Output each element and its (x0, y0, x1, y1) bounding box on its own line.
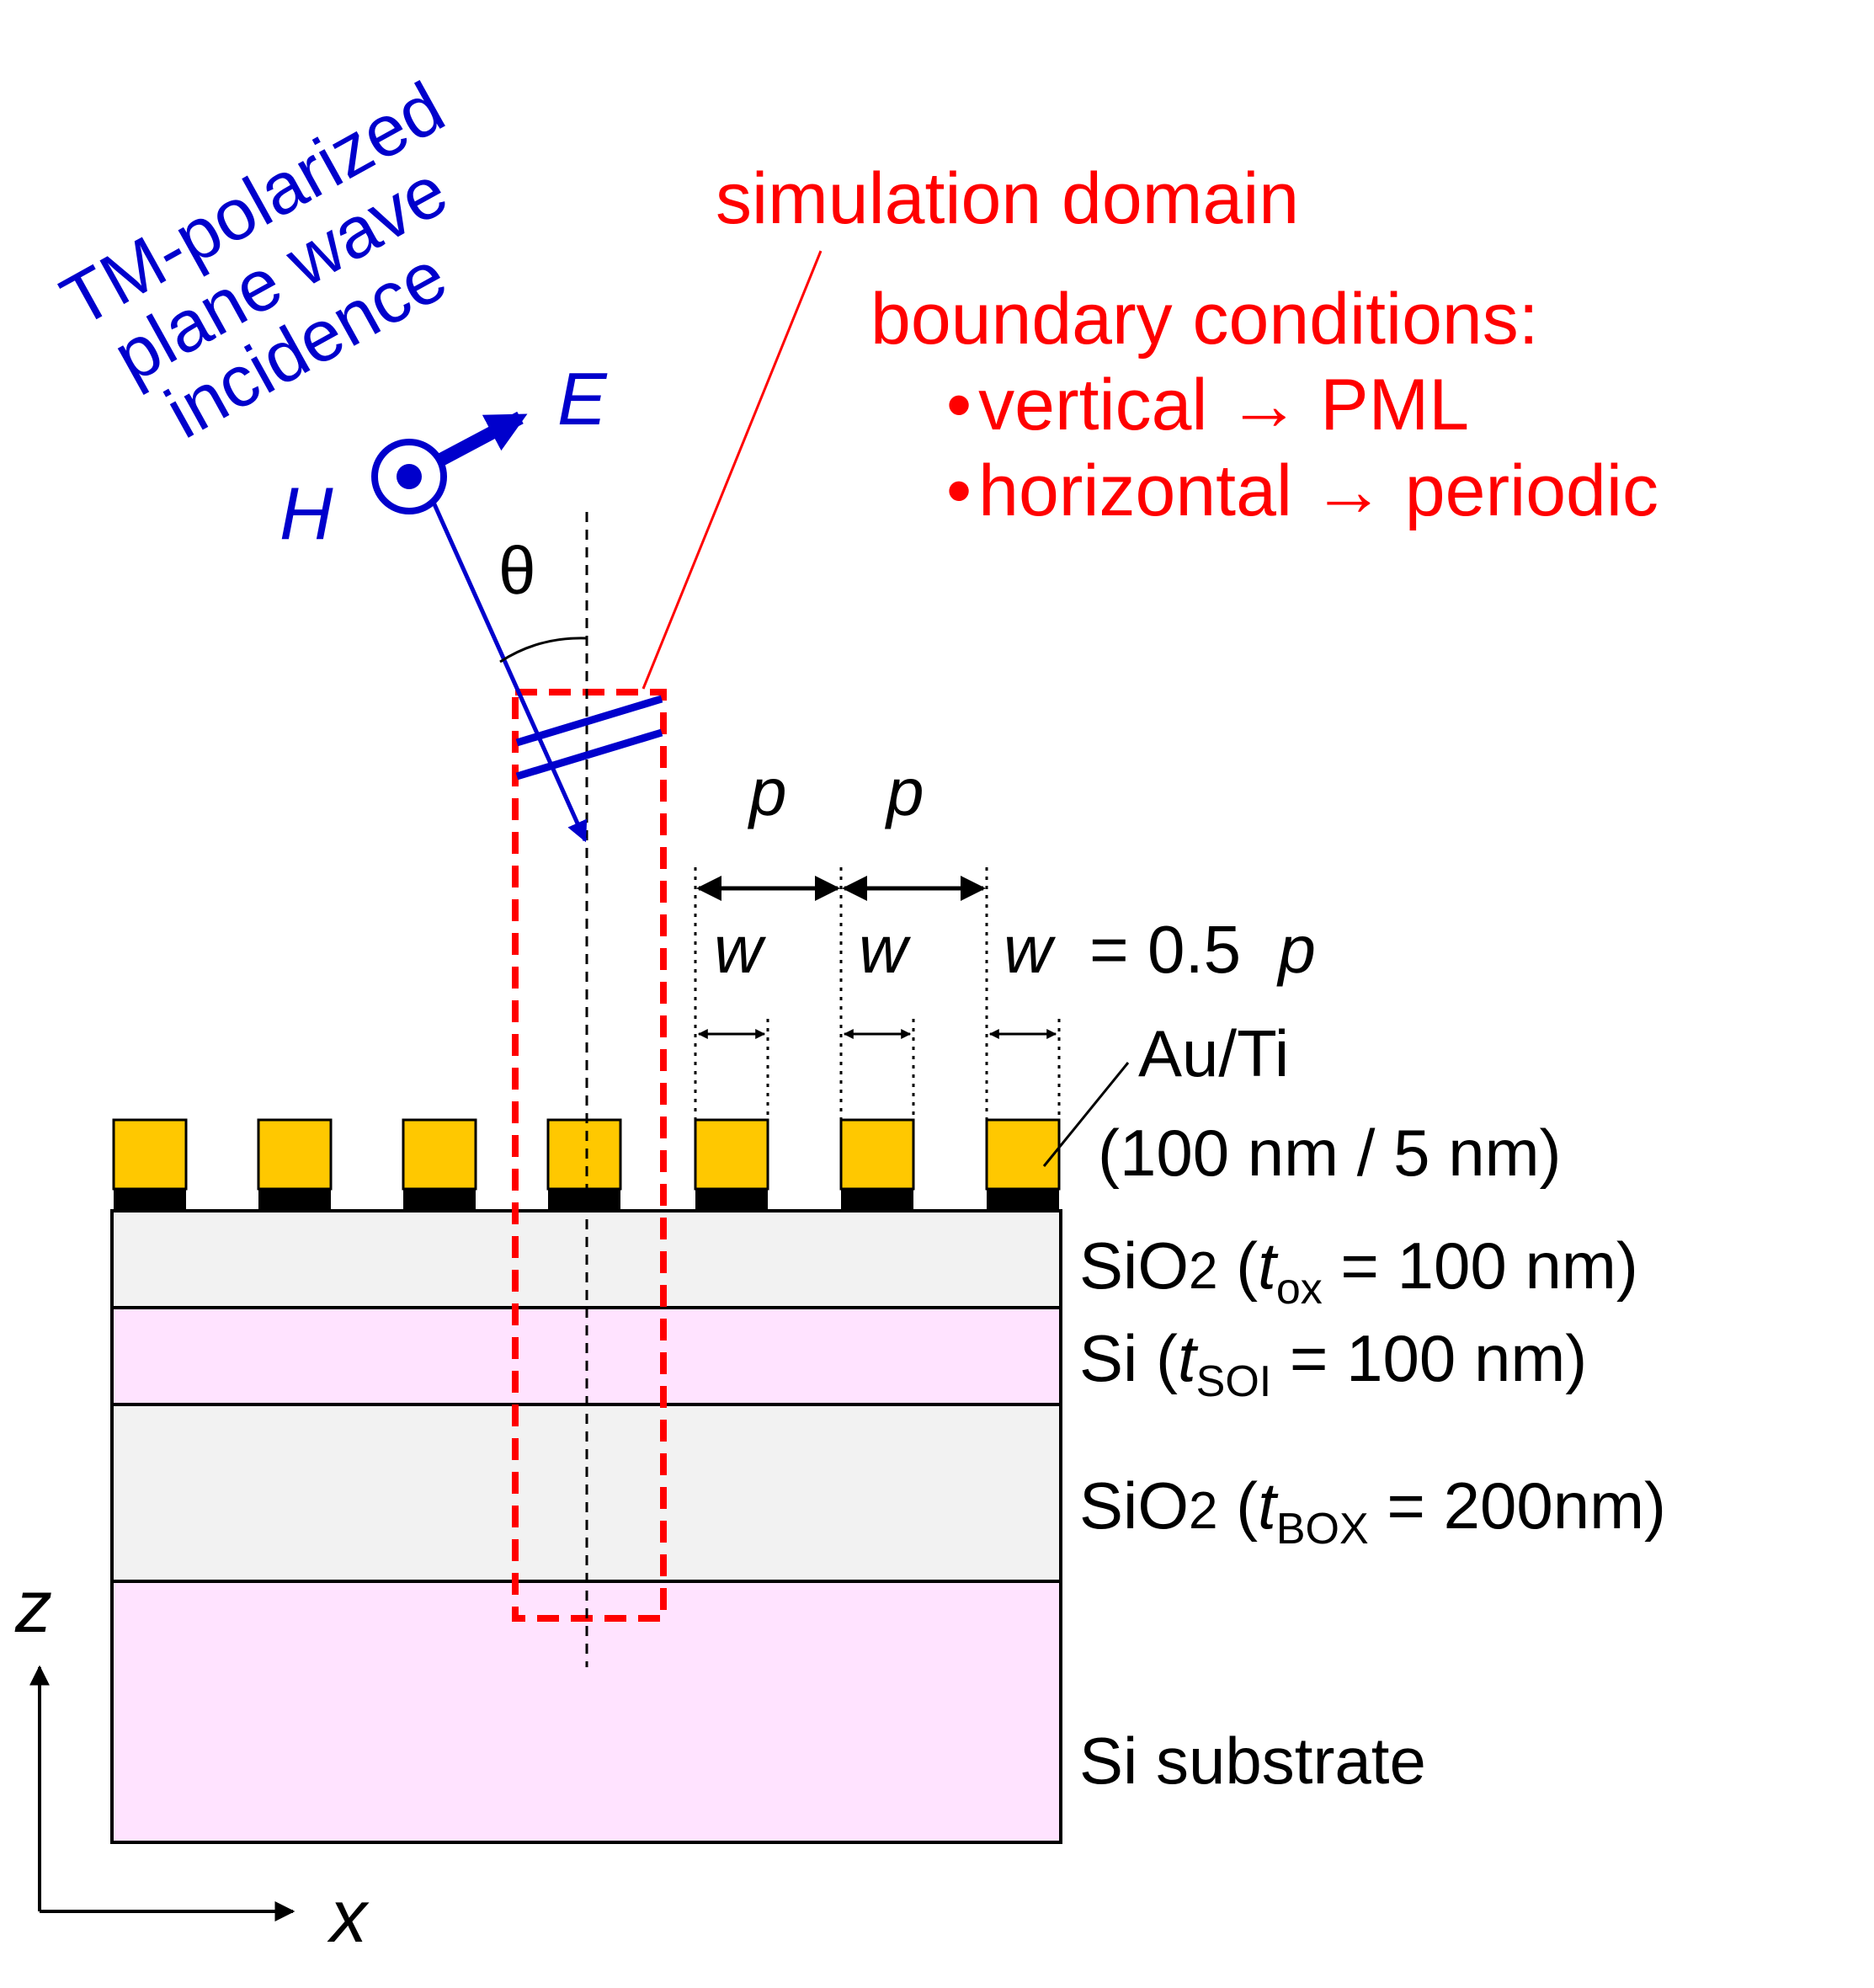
theta-label: θ (498, 533, 536, 608)
w-label: w (714, 912, 767, 987)
h-field-symbol (371, 439, 447, 514)
metal-thickness-label: (100 nm / 5 nm) (1098, 1116, 1562, 1190)
h-field-label: H (280, 472, 333, 555)
ti-bar (114, 1189, 186, 1211)
top-oxide-label: SiO2 (tox = 100 nm) (1079, 1229, 1638, 1314)
incidence-title: TM-polarized plane wave incidence (49, 67, 461, 454)
boundary-condition-horizontal: •horizontal → periodic (946, 450, 1658, 531)
simulation-domain-leader-line (642, 250, 823, 690)
si-soi-layer (110, 1306, 1062, 1406)
ti-bar (987, 1189, 1059, 1211)
e-field-arrow (434, 411, 528, 468)
au-bar (985, 1118, 1061, 1191)
p-label: p (748, 754, 787, 829)
ti-bar (548, 1189, 620, 1211)
ti-bar (841, 1189, 913, 1211)
z-axis-label: z (14, 1564, 52, 1648)
incident-wave-arrow (429, 495, 588, 843)
au-bar (839, 1118, 915, 1191)
theta-angle-arc (499, 637, 588, 664)
au-bar (402, 1118, 477, 1191)
dimension-lines (694, 867, 1061, 1120)
simulation-domain-box (512, 689, 667, 1622)
au-ti-grating (112, 1118, 1061, 1211)
ti-bar (403, 1189, 476, 1211)
simulation-domain-title: simulation domain (716, 158, 1299, 239)
boundary-conditions-header: boundary conditions: (870, 279, 1539, 360)
w-label: w (859, 912, 912, 987)
au-bar (112, 1118, 188, 1191)
au-bar (257, 1118, 333, 1191)
e-field-label: E (557, 357, 608, 440)
metal-name-label: Au/Ti (1138, 1016, 1289, 1090)
ti-bar (258, 1189, 331, 1211)
box-label: SiO2 (tBOX = 200nm) (1079, 1468, 1666, 1554)
ti-bar (695, 1189, 768, 1211)
au-bar (694, 1118, 769, 1191)
boundary-condition-vertical: •vertical → PML (946, 365, 1469, 445)
substrate-label: Si substrate (1079, 1724, 1426, 1798)
w-equation-label: w = 0.5 p (1004, 912, 1316, 987)
wavefront-lines (515, 695, 663, 781)
p-label: p (885, 754, 924, 829)
soi-label: Si (tSOI = 100 nm) (1079, 1321, 1587, 1406)
x-axis-label: x (327, 1874, 370, 1958)
au-ti-leader-line (1042, 1062, 1130, 1167)
au-bar (546, 1118, 622, 1191)
